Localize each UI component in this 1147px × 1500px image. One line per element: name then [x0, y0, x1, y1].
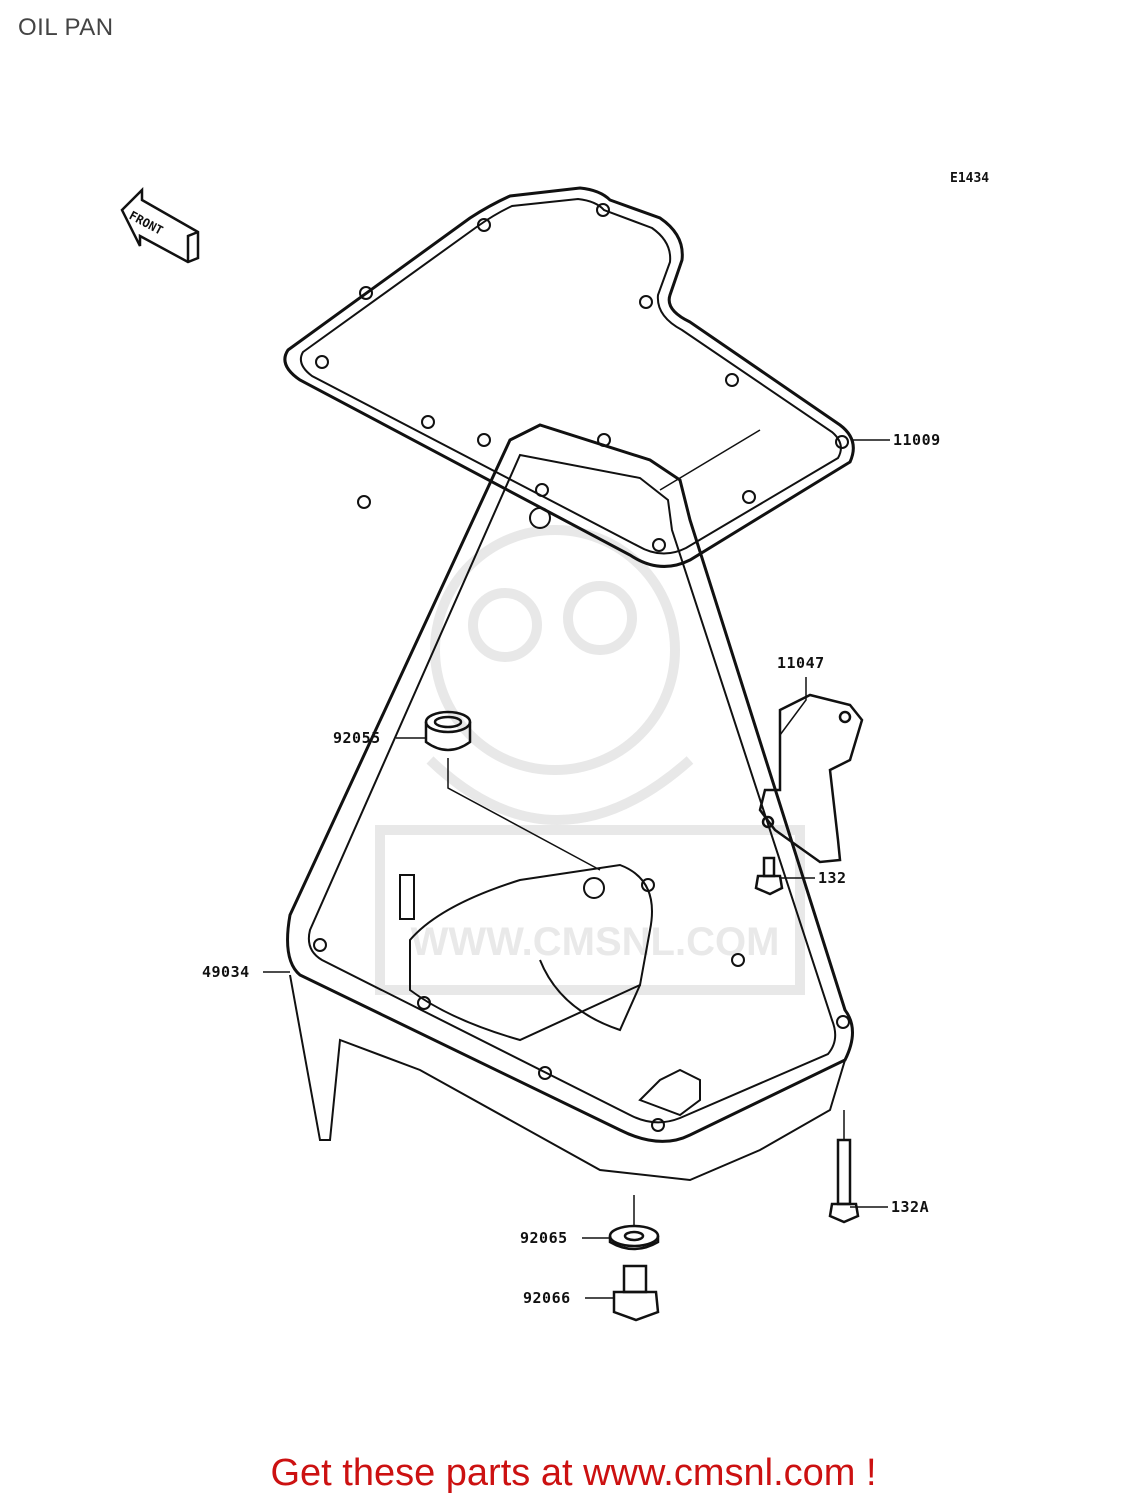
callout-92055: 92055 [333, 729, 381, 747]
callout-49034: 49034 [202, 963, 250, 981]
bolt-132a [828, 1138, 860, 1224]
callout-92065: 92065 [520, 1229, 568, 1247]
oil-pan-49034 [286, 423, 854, 1182]
watermark-logo [375, 525, 805, 995]
diagram-code: E1434 [950, 171, 990, 186]
bracket-11047 [758, 693, 864, 864]
gasket-11009 [283, 186, 855, 568]
page-title: OIL PAN [18, 14, 114, 41]
callout-11047: 11047 [777, 654, 825, 672]
seal-92055 [424, 710, 472, 752]
watermark-text: WWW.CMSNL.COM [411, 920, 780, 964]
washer-92065 [608, 1224, 660, 1251]
bolt-132 [754, 856, 784, 896]
front-arrow-icon [120, 186, 200, 264]
callout-11009: 11009 [893, 431, 941, 449]
leader-lines [263, 429, 890, 1299]
footer-shop-link[interactable]: Get these parts at www.cmsnl.com ! [270, 1452, 877, 1494]
callout-132a: 132A [891, 1198, 930, 1216]
drain-plug-92066 [612, 1264, 660, 1322]
callout-132: 132 [818, 869, 847, 887]
callout-92066: 92066 [523, 1289, 571, 1307]
